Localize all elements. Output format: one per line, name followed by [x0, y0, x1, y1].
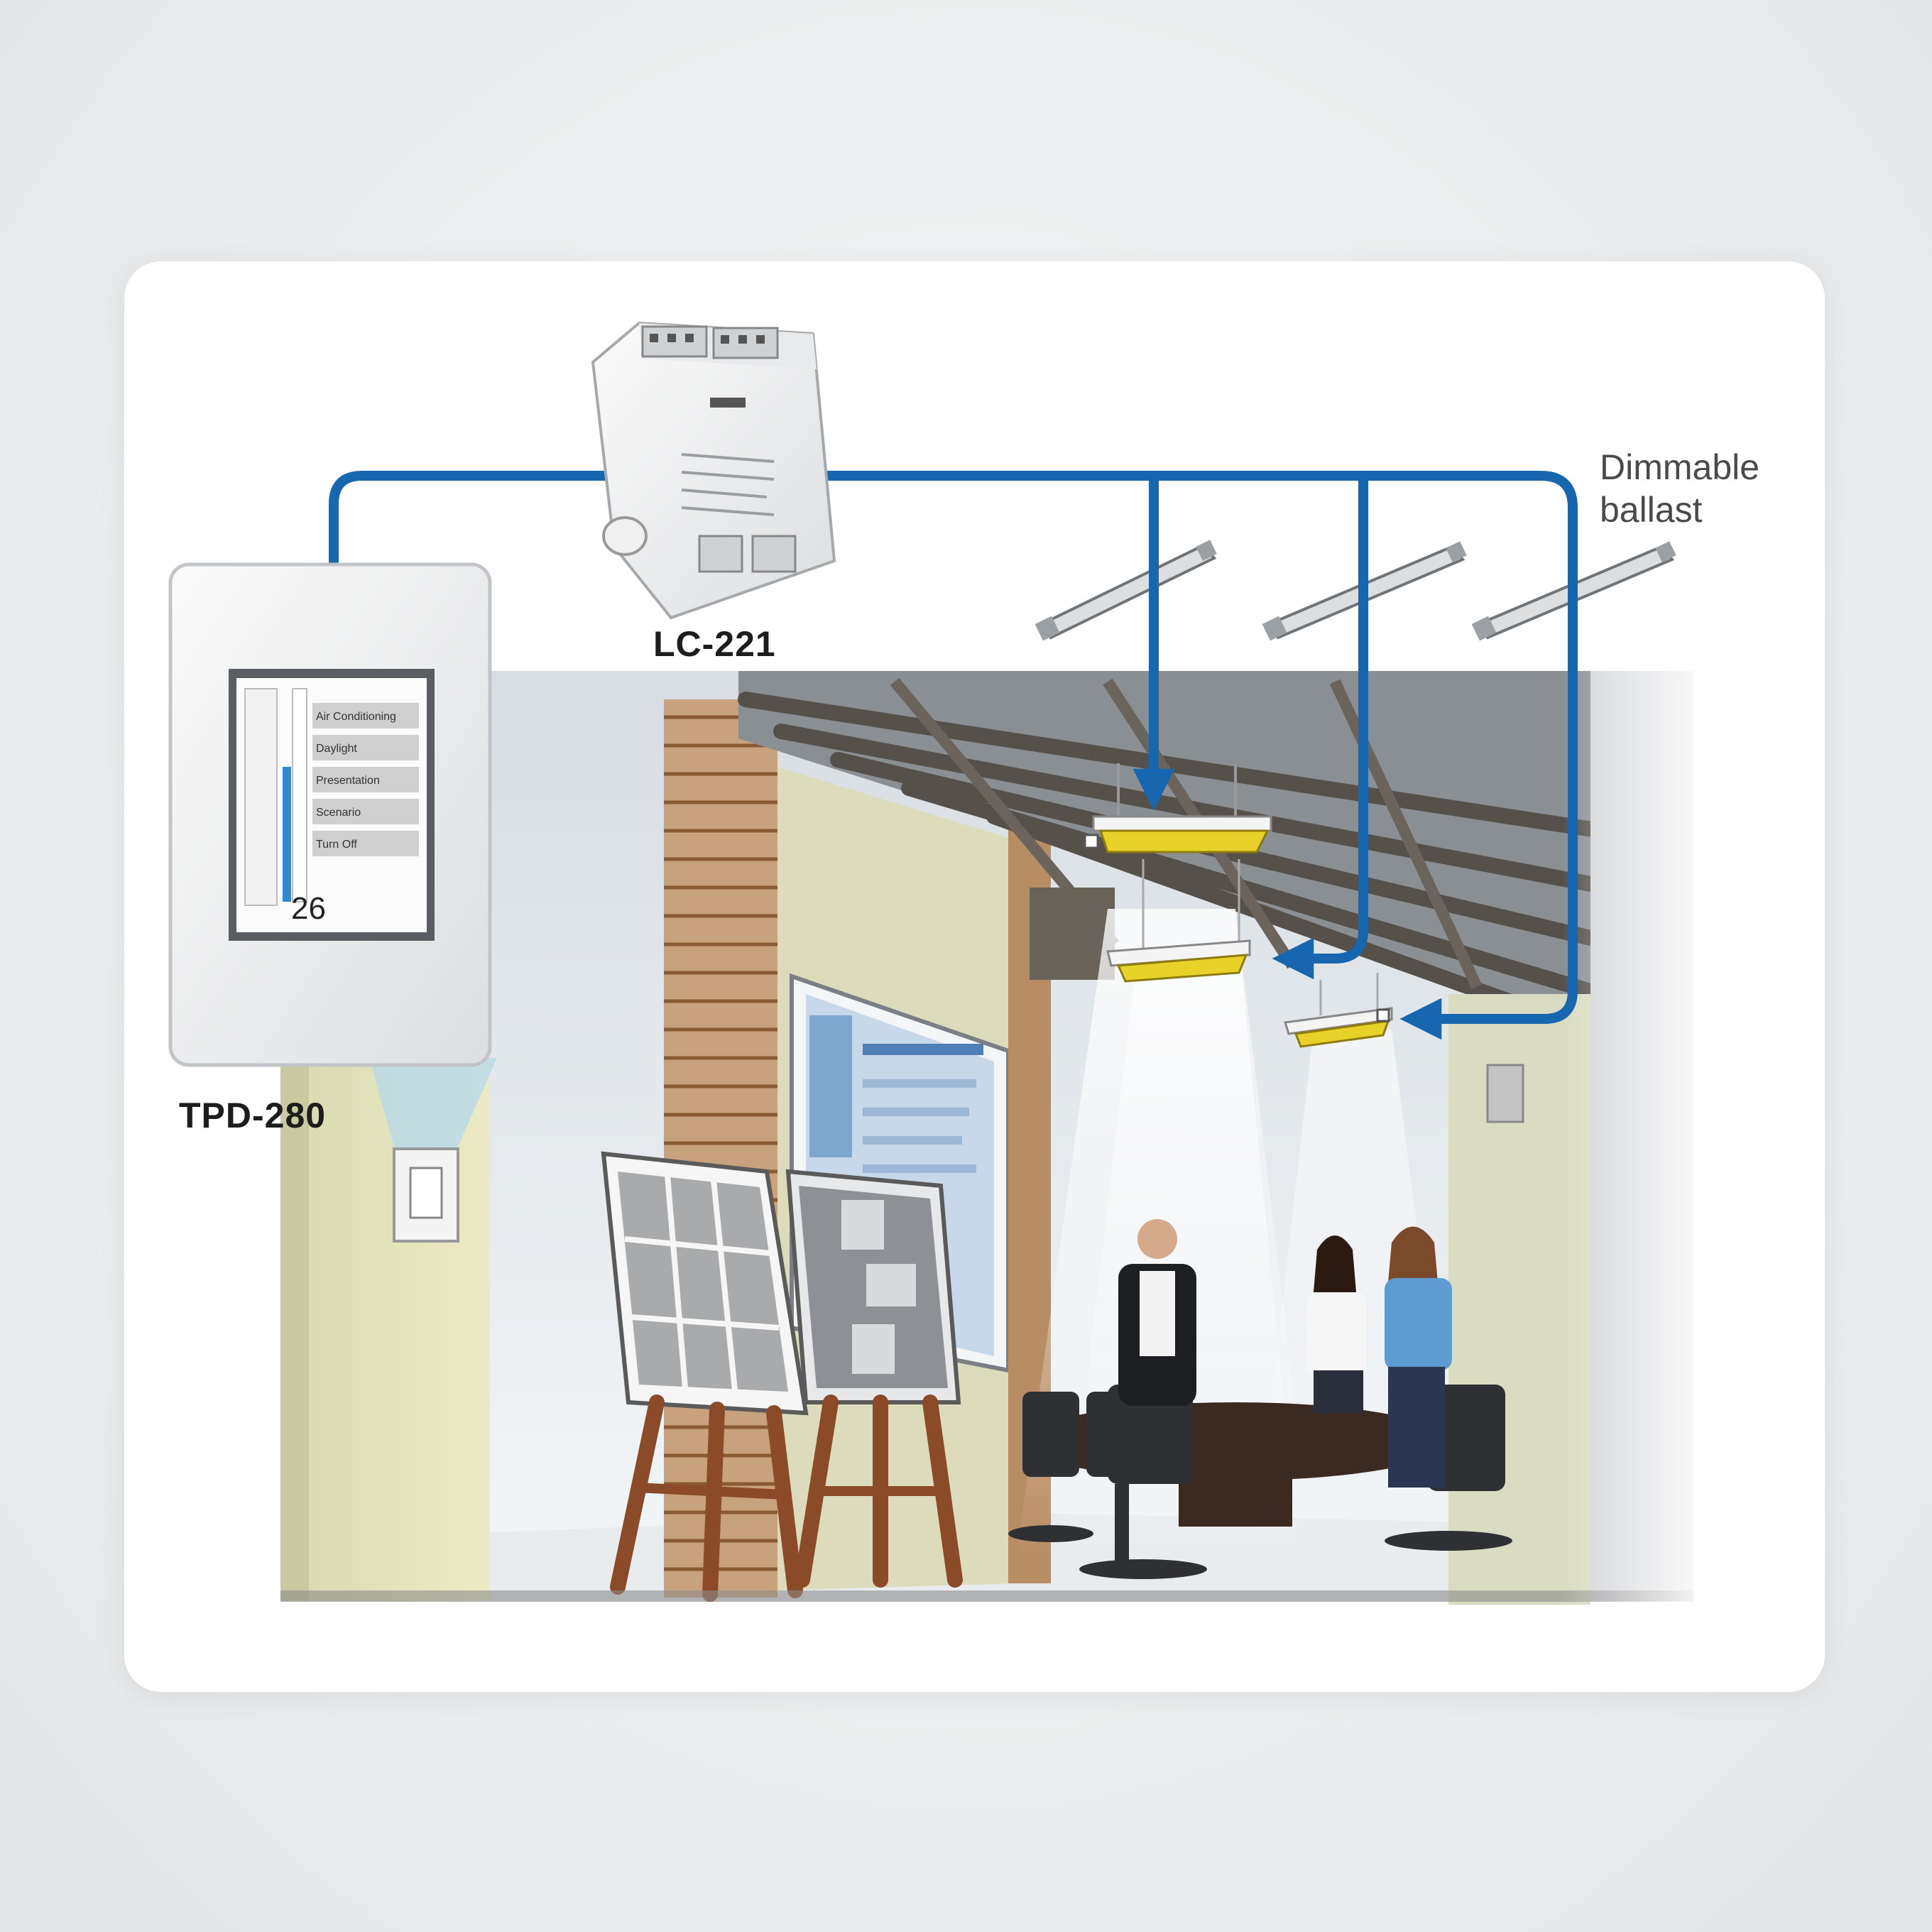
menu-item-turn-off: Turn Off — [316, 839, 357, 851]
menu-item-scenario: Scenario — [316, 807, 361, 819]
controller-module — [591, 321, 836, 620]
ceiling-light-fixture — [1084, 763, 1272, 853]
office-room-scene — [280, 667, 1718, 1605]
menu-item-air-conditioning: Air Conditioning — [316, 711, 396, 723]
menu-item-presentation: Presentation — [316, 775, 380, 787]
touch-panel-label: TPD-280 — [179, 1096, 327, 1135]
control-wiring — [329, 471, 1578, 1040]
ceiling-beams — [738, 671, 1655, 1059]
office-chairs — [1008, 1385, 1512, 1579]
ceiling-light-fixture — [1284, 973, 1393, 1048]
easel-boards — [601, 1151, 963, 1602]
people-figures — [1118, 1219, 1452, 1488]
temperature-readout: 26 — [291, 891, 326, 926]
ballast-label: Dimmable ballast — [1600, 447, 1760, 530]
touch-panel-menu: Air Conditioning Daylight Presentation S… — [316, 704, 422, 864]
ceiling-light-fixture — [1106, 859, 1251, 983]
dimmable-ballast — [1035, 540, 1217, 641]
menu-item-daylight: Daylight — [316, 743, 357, 755]
touch-panel — [168, 562, 492, 1067]
controller-label: LC-221 — [653, 624, 776, 664]
